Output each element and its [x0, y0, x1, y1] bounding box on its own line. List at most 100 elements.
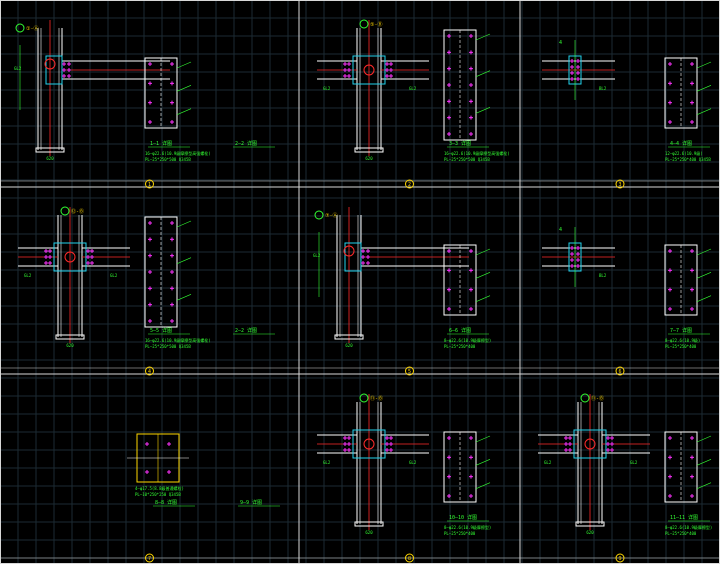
- callout-leader: [176, 85, 192, 92]
- section-number: 4: [559, 227, 562, 233]
- panel-index: 1: [148, 182, 151, 188]
- section-number: 4: [559, 40, 562, 46]
- panel-index-circle: [615, 179, 625, 189]
- panel-index: 9: [618, 556, 621, 562]
- dim-label: GL2: [323, 460, 331, 465]
- spec-note: 16—φ22.6(10.9级摩擦型高强螺栓): [145, 337, 211, 343]
- dim-label: GL2: [409, 86, 417, 91]
- dim-label: BL2: [599, 273, 607, 278]
- axis-bubble: [314, 210, 324, 220]
- callout-leader: [475, 435, 491, 443]
- view-title: 2—2 详图: [235, 140, 257, 147]
- dim-label: BL2: [599, 86, 607, 91]
- view-title: 11—11 详图: [670, 514, 698, 521]
- dim-label: GL2: [544, 460, 552, 465]
- callout-leader: [475, 459, 491, 466]
- dim-label: GL2: [630, 460, 638, 465]
- spec-note: PL—25*250*400: [444, 344, 476, 349]
- axis-bubble: [580, 393, 590, 403]
- panel-index-circle: [615, 366, 625, 376]
- callout-leader: [475, 272, 491, 279]
- callout-leader: [176, 294, 192, 301]
- panel-index: 7: [148, 556, 151, 562]
- spec-note: PL—25*250*500 Q345B: [145, 344, 191, 349]
- dim-label: GL2: [409, 460, 417, 465]
- axis-tag: ⑤-Ⓑ: [370, 21, 383, 28]
- panel-index: 6: [618, 369, 621, 375]
- callout-leader: [696, 85, 712, 92]
- axis-tag: ⑪-Ⓑ: [370, 395, 383, 402]
- dim-label: 620: [586, 530, 594, 535]
- callout-leader: [696, 482, 712, 489]
- panel-index: 3: [618, 182, 621, 188]
- spec-note: 8—φ22.6(10.9级摩擦型): [665, 524, 712, 530]
- callout-leader: [475, 482, 491, 489]
- axis-tag: ⑫-Ⓑ: [71, 208, 84, 215]
- view-title: 4—4 详图: [670, 140, 692, 147]
- callout-leader: [696, 459, 712, 466]
- view-title: 7—7 详图: [670, 327, 692, 334]
- callout-leader: [696, 248, 712, 256]
- end-plate: [344, 242, 362, 272]
- callout-leader: [696, 61, 712, 69]
- spec-note: PL—25*250*500 Q345B: [145, 157, 191, 162]
- view-title: 6—6 详图: [449, 327, 471, 334]
- hole-mark: [343, 245, 355, 257]
- dim-label: 620: [46, 156, 54, 161]
- dim-label: GL2: [313, 253, 321, 258]
- spec-note: PL—25*250*400: [665, 344, 697, 349]
- spec-note: 16—φ22.6(10.9级摩擦型高强螺栓): [145, 150, 211, 156]
- callout-leader: [696, 435, 712, 443]
- panel-index-circle: [405, 179, 414, 189]
- dim-label: GL2: [24, 273, 32, 278]
- dim-label: 620: [345, 343, 353, 348]
- axis-bubble: [359, 393, 369, 403]
- panel-index-circle: [145, 553, 154, 563]
- panel-index-circle: [615, 553, 625, 563]
- callout-leader: [475, 248, 491, 256]
- panel-index-circle: [405, 553, 414, 563]
- detail-panels: ①-Ⓐ GL2 620 1—1 详图 2—2 详图 16—φ22.6(10.9级摩擦型高强…: [14, 19, 712, 563]
- dim-label: 620: [66, 343, 74, 348]
- hole-mark: [44, 58, 56, 70]
- panel-index: 5: [408, 369, 411, 375]
- dim-label: GL2: [323, 86, 331, 91]
- base-plate: [334, 334, 364, 340]
- callout-leader: [176, 257, 192, 264]
- spec-note: 16—φ22.6(10.9级摩擦型高强螺栓): [444, 150, 510, 156]
- callout-leader: [475, 107, 491, 114]
- axis-bubble: [60, 206, 70, 216]
- view-title: 1—1 详图: [150, 140, 172, 147]
- panel-index: 2: [408, 182, 411, 188]
- panel-index-circle: [405, 366, 414, 376]
- base-plate: [575, 521, 605, 527]
- callout-leader: [696, 295, 712, 302]
- spec-note: PL—10*250*250 Q345B: [135, 492, 181, 497]
- panel-index: 8: [408, 556, 411, 562]
- view-title: 8—8 详图: [155, 499, 177, 506]
- hole-mark: [363, 438, 375, 450]
- view-title: 9—9 详图: [240, 499, 262, 506]
- hole-mark: [584, 438, 596, 450]
- dim-label: GL2: [14, 66, 22, 71]
- view-title: 2—2 详图: [235, 327, 257, 334]
- hole-mark: [64, 251, 76, 263]
- dim-label: 620: [365, 156, 373, 161]
- panel-index-circle: [145, 179, 154, 189]
- callout-leader: [696, 272, 712, 279]
- callout-leader: [176, 108, 192, 115]
- view-title: 10—10 详图: [449, 514, 477, 521]
- panel-index: 4: [148, 369, 151, 375]
- axis-tag: ⑪-Ⓑ: [591, 395, 604, 402]
- callout-leader: [176, 61, 192, 69]
- axis-tag: ①-Ⓐ: [26, 25, 39, 32]
- hole-mark: [363, 64, 375, 76]
- dim-label: 620: [365, 530, 373, 535]
